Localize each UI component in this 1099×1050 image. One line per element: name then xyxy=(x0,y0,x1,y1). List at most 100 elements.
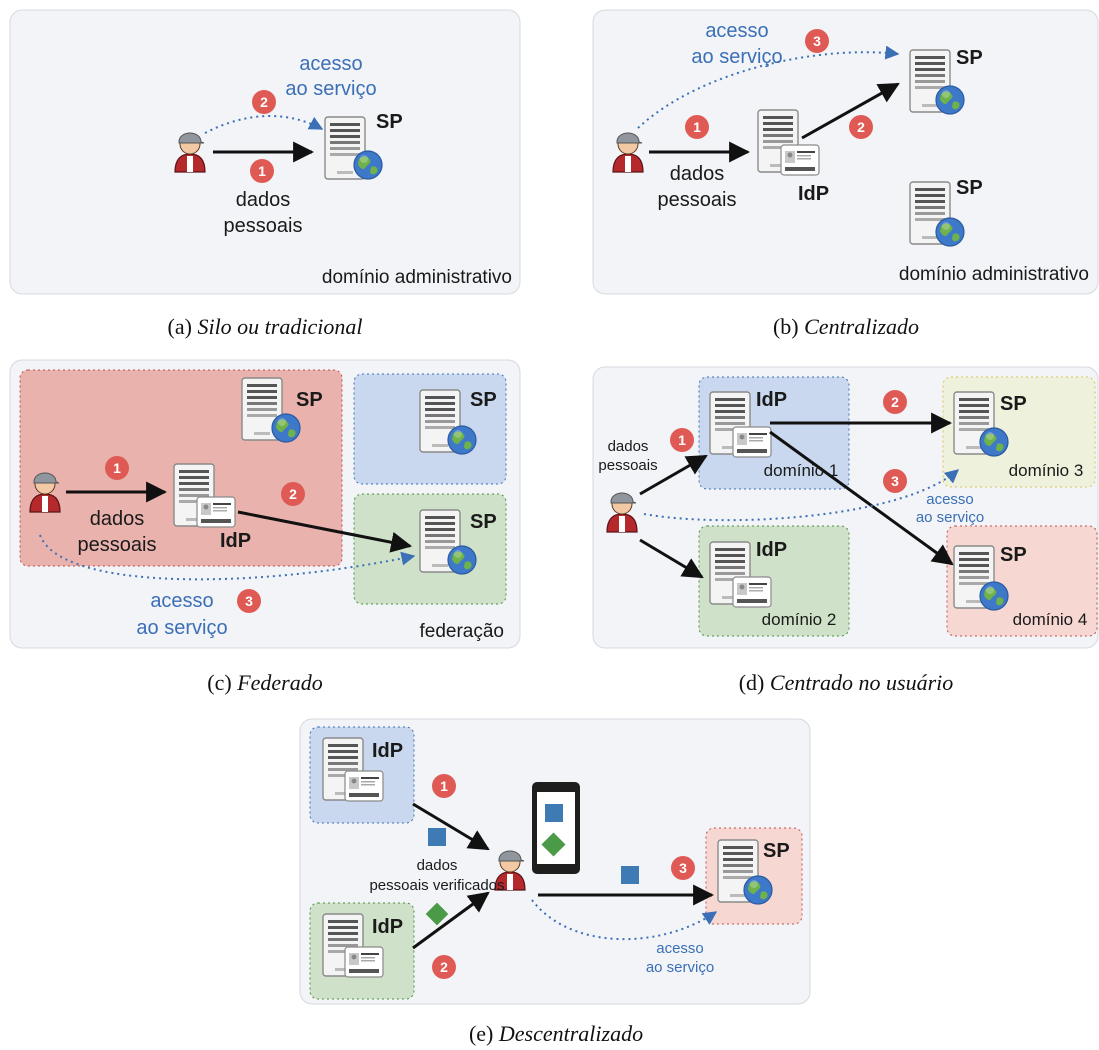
blue-credential-icon xyxy=(621,866,639,884)
globe-icon xyxy=(979,427,1009,457)
domain-label: domínio administrativo xyxy=(899,264,1089,285)
globe-icon xyxy=(935,217,965,247)
verified-data-label-2: pessoais verificados xyxy=(369,877,504,894)
id-card-icon xyxy=(780,144,820,176)
id-card-icon xyxy=(344,946,384,978)
step-badge-number: 2 xyxy=(260,94,268,110)
access-label-2: ao serviço xyxy=(285,78,376,100)
step-badge xyxy=(432,955,456,979)
globe-icon xyxy=(447,425,477,455)
step-badge xyxy=(432,774,456,798)
id-card-icon xyxy=(732,576,772,608)
access-arrow xyxy=(531,899,718,941)
verified-data-label-1: dados xyxy=(417,857,458,874)
step-badge xyxy=(105,456,129,480)
user-to-idp2-arrow xyxy=(639,538,704,579)
id-card-icon xyxy=(732,426,772,458)
user-to-idp1-arrow xyxy=(639,454,708,496)
idp-to-sp4-arrow xyxy=(769,430,954,566)
step-badge xyxy=(883,390,907,414)
step-badge xyxy=(805,29,829,53)
idp-label: IdP xyxy=(798,183,829,205)
sp-label: SP xyxy=(470,511,497,533)
caption-b: (b) Centralizado xyxy=(773,314,919,339)
caption-d: (d) Centrado no usuário xyxy=(739,670,954,695)
step-badge xyxy=(250,159,274,183)
id-card-icon xyxy=(344,770,384,802)
step-badge-number: 3 xyxy=(245,593,253,609)
access-label-1: acesso xyxy=(150,590,213,612)
globe-icon xyxy=(743,875,773,905)
access-label-1: acesso xyxy=(656,940,704,957)
step-badge-number: 1 xyxy=(113,460,121,476)
panel-e-decentralized: IdP IdP SP 1 2 3 dados pessoais verifica… xyxy=(299,718,811,1005)
step-badge-number: 2 xyxy=(891,394,899,410)
step-badge xyxy=(670,428,694,452)
step-badge xyxy=(252,90,276,114)
idp-label: IdP xyxy=(372,916,403,938)
blue-credential-icon xyxy=(428,828,446,846)
sp-label: SP xyxy=(763,840,790,862)
federation-label: federação xyxy=(419,621,504,642)
id-card-icon xyxy=(196,496,236,528)
panel-a-silo: SP 2 1 acesso ao serviço dados pessoais … xyxy=(9,9,521,295)
domain-label: domínio administrativo xyxy=(322,267,512,288)
sp-label: SP xyxy=(956,47,983,69)
blue-credential-icon xyxy=(545,804,563,822)
access-label-1: acesso xyxy=(926,491,974,508)
globe-icon xyxy=(935,85,965,115)
panel-b-background xyxy=(592,9,1099,295)
step-badge-number: 1 xyxy=(258,163,266,179)
green-credential-icon xyxy=(425,902,449,926)
sp-label: SP xyxy=(956,177,983,199)
sp-label: SP xyxy=(1000,544,1027,566)
caption-a: (a) Silo ou tradicional xyxy=(168,314,363,339)
personal-data-label-2: pessoais xyxy=(658,189,737,211)
access-label-1: acesso xyxy=(705,20,768,42)
access-label-2: ao serviço xyxy=(136,617,227,639)
personal-data-label-2: pessoais xyxy=(78,534,157,556)
panel-c-federated: SP SP SP IdP 1 2 3 dados pessoais acesso… xyxy=(9,359,521,649)
domain-4-label: domínio 4 xyxy=(1013,610,1088,629)
step-badge-number: 3 xyxy=(813,33,821,49)
step-badge-number: 3 xyxy=(679,860,687,876)
sp-label: SP xyxy=(376,111,403,133)
access-label-2: ao serviço xyxy=(916,509,984,526)
sp-label: SP xyxy=(1000,393,1027,415)
personal-data-label-2: pessoais xyxy=(598,457,657,474)
panel-d-user-centric: IdP IdP SP SP 1 2 3 dados pessoais domín… xyxy=(592,366,1099,649)
step-badge-number: 1 xyxy=(678,432,686,448)
idp2-to-user-arrow xyxy=(412,891,490,950)
personal-data-label-1: dados xyxy=(90,508,145,530)
personal-data-label-1: dados xyxy=(236,189,291,211)
idp-label: IdP xyxy=(756,539,787,561)
step-badge xyxy=(849,115,873,139)
idp-label: IdP xyxy=(220,530,251,552)
step-badge-number: 1 xyxy=(440,778,448,794)
step-badge-number: 1 xyxy=(693,119,701,135)
step-badge-number: 2 xyxy=(289,486,297,502)
domain-2-label: domínio 2 xyxy=(762,610,837,629)
step-badge-number: 3 xyxy=(891,473,899,489)
domain-1-label: domínio 1 xyxy=(764,461,839,480)
access-arrow xyxy=(643,469,960,522)
sp-label: SP xyxy=(296,389,323,411)
personal-data-label-1: dados xyxy=(608,438,649,455)
idp-label: IdP xyxy=(756,389,787,411)
idp-to-sp-arrow xyxy=(801,82,900,140)
step-badge-number: 2 xyxy=(440,959,448,975)
personal-data-label-1: dados xyxy=(670,163,725,185)
idp-to-sp-arrow xyxy=(237,510,413,553)
step-badge-number: 2 xyxy=(857,119,865,135)
idp-label: IdP xyxy=(372,740,403,762)
panel-b-centralized: IdP SP SP 3 1 2 acesso ao serviço dados … xyxy=(592,9,1099,295)
step-badge xyxy=(237,589,261,613)
globe-icon xyxy=(271,413,301,443)
step-badge xyxy=(671,856,695,880)
sp-label: SP xyxy=(470,389,497,411)
caption-c: (c) Federado xyxy=(207,670,322,695)
idp1-to-user-arrow xyxy=(412,802,490,851)
access-label-2: ao serviço xyxy=(691,46,782,68)
step-badge xyxy=(883,469,907,493)
